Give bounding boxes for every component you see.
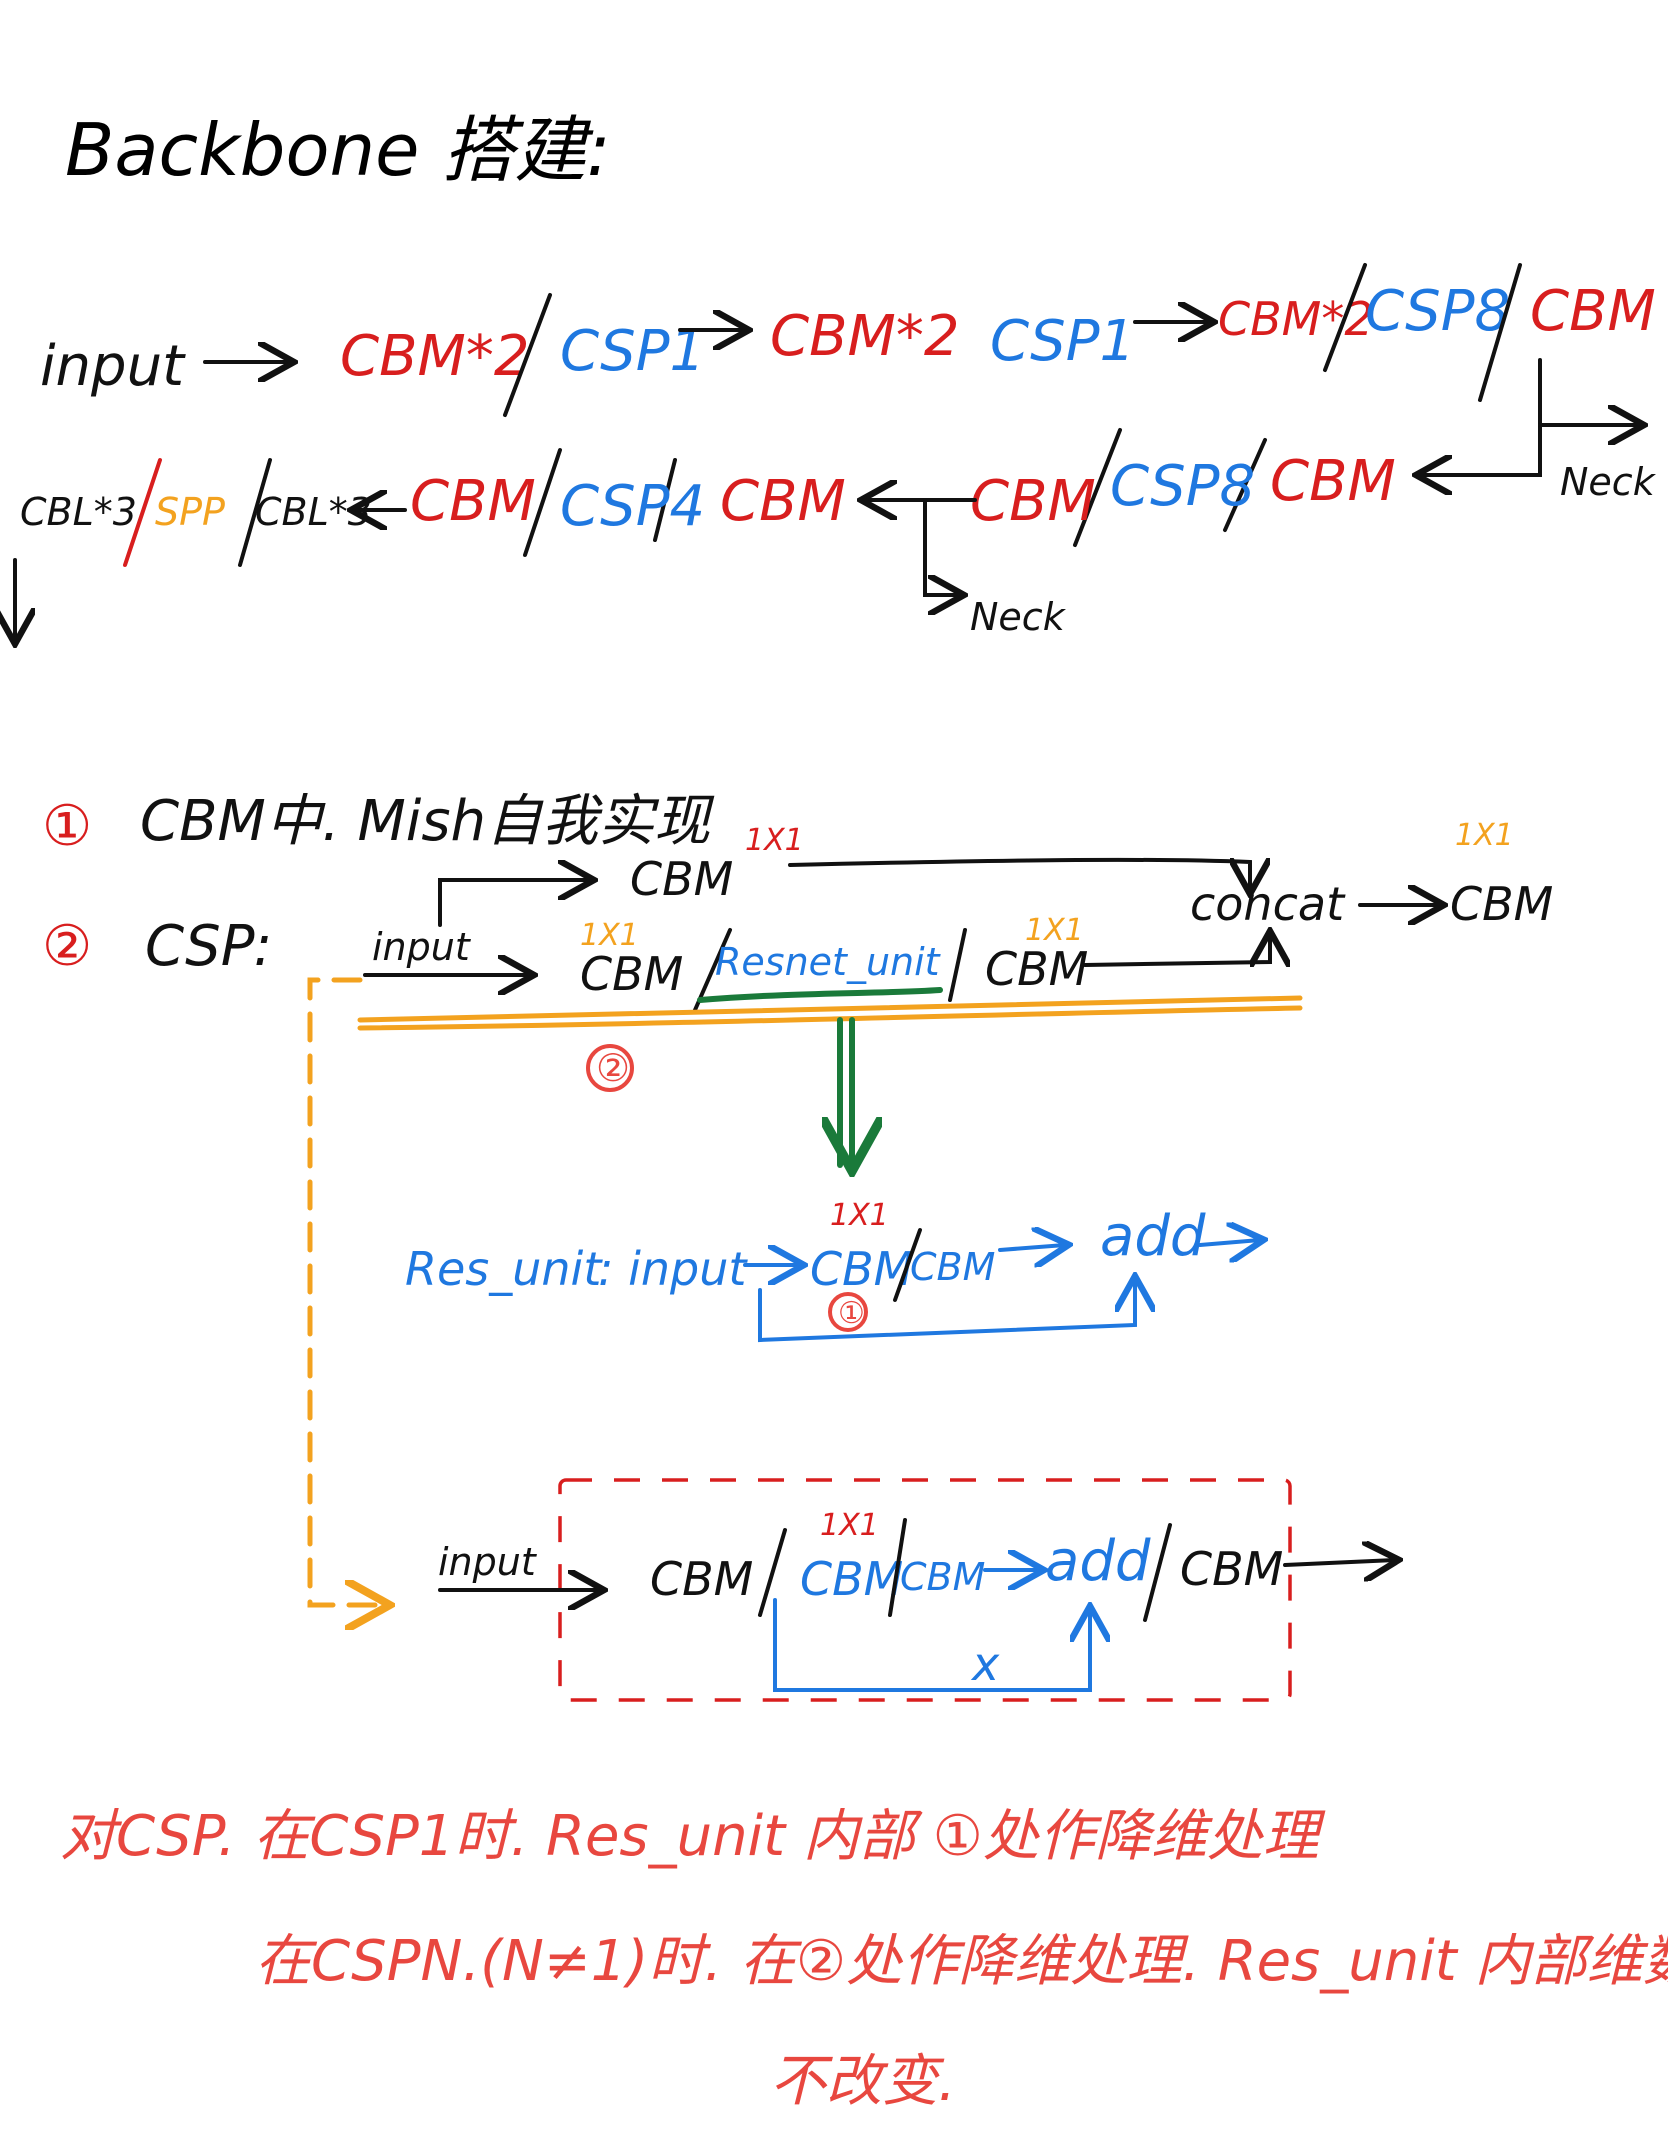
res-unit-cbm1: CBM [810,1242,913,1296]
res-unit-cbm2: CBM [910,1245,995,1289]
circle1-label: ① [838,1296,865,1331]
lower-cbm-b: CBM [800,1552,903,1606]
section2-marker: ② [42,914,92,979]
page-title: Backbone 搭建: [65,108,611,192]
circle2-ring [586,1044,634,1092]
res-unit-slash [893,1228,922,1302]
row1-cbm2-b: CBM*2 [770,304,959,369]
res-unit-add: add [1100,1204,1206,1269]
csp-resnet-unit: Resnet_unit [715,940,942,984]
note-line-3: 不改变. [770,2049,956,2114]
neck-arrow-bottom [923,498,960,595]
csp-cbm-right: CBM [985,942,1088,996]
lower-input: input [438,1540,538,1584]
row1-cbm2-a: CBM*2 [340,324,529,389]
row1-slash-2 [1323,263,1367,372]
row2-slash-5 [238,458,272,567]
row1-to-row2-arrow [1420,358,1542,475]
csp-slash-1 [693,928,732,1012]
row1-cbm2-c: CBM*2 [1218,292,1374,346]
res-unit-input: : input [598,1242,748,1296]
csp-cbm-top: CBM [630,852,733,906]
row2-spp: SPP [155,490,225,534]
res-unit-skip [758,1280,1135,1343]
csp-orange-line-2 [357,1005,1303,1031]
lower-cbm-a: CBM [650,1552,753,1606]
lower-out-arrow [1283,1560,1395,1565]
lower-cbm-c: CBM [900,1555,985,1599]
resnet-underline [697,987,943,1003]
row2-cbl3-a: CBL*3 [20,490,137,534]
row2-slash-3 [653,458,677,542]
row2-slash-2 [1073,428,1122,547]
row2-slash-6 [123,458,162,567]
csp-mult-right: 1X1 [1025,913,1084,948]
csp-top-to-concat [788,857,1250,890]
lower-add: add [1045,1529,1151,1594]
csp-input: input [372,925,472,969]
lower-slash-1 [758,1528,787,1617]
res-unit-label: Res_unit [405,1242,603,1296]
csp-slash-2 [948,928,967,1002]
orange-dashed-connector [307,977,385,1605]
row2-csp8-b: CSP8 [1110,454,1255,519]
csp-mult-left: 1X1 [580,918,639,953]
row2-csp4: CSP4 [560,474,705,539]
row2-cbm-e: CBM [410,469,536,534]
res-unit-arrow-2 [998,1245,1065,1250]
row1-slash-3 [1478,263,1522,402]
lower-slash-3 [1143,1523,1172,1622]
csp-cbm-left: CBM [580,947,683,1001]
row1-slash-1 [503,293,552,417]
note-line-1: 对CSP. 在CSP1时. Res_unit 内部 ①处作降维处理 [60,1804,1326,1869]
row2-cbl3-b: CBL*3 [255,490,372,534]
row2-cbm-c: CBM [970,469,1096,534]
lower-dashed-box [558,1478,1292,1702]
csp-mult-top: 1X1 [745,823,804,858]
csp-concat: concat [1190,877,1346,931]
row1-input: input [40,334,186,399]
row2-cbm-b: CBM [1270,449,1396,514]
row2-slash-1 [1223,438,1267,532]
csp-mult-end: 1X1 [1455,818,1514,853]
lower-mult: 1X1 [820,1508,879,1543]
lower-skip [773,1598,1090,1692]
res-unit-arrow-3 [1198,1240,1260,1245]
lower-slash-2 [888,1518,907,1617]
row1-csp8-a: CSP8 [1365,279,1510,344]
circle1-ring [828,1292,868,1332]
circle2-label: ② [596,1046,630,1090]
row2-slash-4 [523,448,562,557]
section1-marker: ① [42,794,92,859]
row1-csp1-b: CSP1 [990,309,1135,374]
lower-x: x [970,1637,1000,1691]
section1-text: CBM中. Mish自我实现 [140,789,715,854]
note-line-2: 在CSPN.(N≠1)时. 在②处作降维处理. Res_unit 内部维数 [255,1929,1668,1994]
csp-right-to-concat [1083,935,1270,967]
csp-orange-line [357,995,1303,1023]
row2-cbm-d: CBM [720,469,846,534]
csp-branch-top-arrow [438,880,590,927]
csp-cbm-end: CBM [1450,877,1553,931]
neck-label-bottom: Neck [970,595,1067,639]
lower-cbm-d: CBM [1180,1542,1283,1596]
neck-label-right: Neck [1560,460,1657,504]
row1-cbm-a: CBM [1530,279,1656,344]
res-unit-mult: 1X1 [830,1198,889,1233]
section2-label: CSP: [145,914,272,979]
